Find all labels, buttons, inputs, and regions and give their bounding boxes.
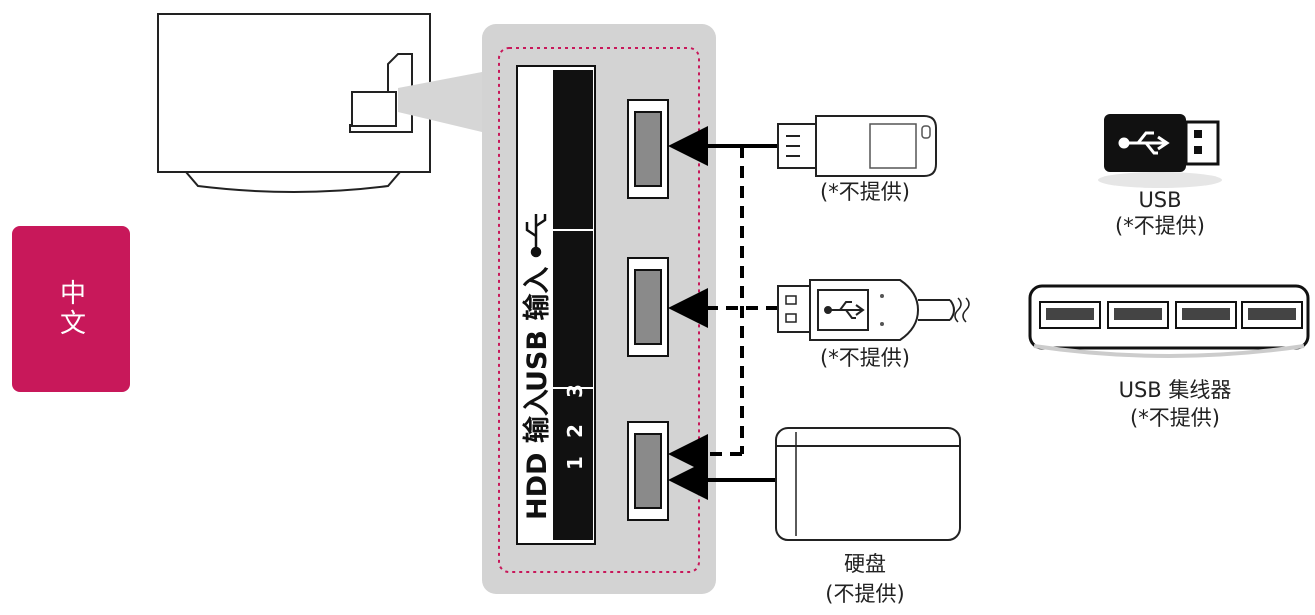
hub-port-2 <box>1107 301 1169 329</box>
usb-stick-illustration <box>777 115 937 177</box>
hub-title: USB 集线器 <box>1118 378 1232 402</box>
usb-port-panel: HDD 输入 USB 输入 1 2 3 <box>482 24 716 594</box>
usb-symbol-icon <box>525 214 547 258</box>
port-number-3: 3 <box>563 384 587 398</box>
usb-cable-symbol-icon <box>824 301 865 319</box>
usb-cable-caption: (*不提供) <box>820 346 910 370</box>
usb-label: USB 输入 <box>521 267 553 392</box>
port-2 <box>627 257 669 357</box>
usb-icon-title: USB <box>1138 188 1182 212</box>
hdd-title: 硬盘 <box>844 552 886 576</box>
port-1 <box>627 99 669 199</box>
hub-caption: (*不提供) <box>1130 406 1220 430</box>
hub-port-1 <box>1039 301 1101 329</box>
connection-lines <box>668 126 778 500</box>
hard-drive-illustration <box>775 427 961 541</box>
port-3 <box>627 421 669 521</box>
language-tab-label: 中文 <box>55 279 86 339</box>
usb-cable-illustration <box>777 279 970 341</box>
usb-stick-caption: (*不提供) <box>820 180 910 204</box>
hdd-label: HDD 输入 <box>521 389 553 520</box>
port-number-1: 1 <box>563 456 587 470</box>
port-number-2: 2 <box>563 424 587 438</box>
hub-port-3 <box>1175 301 1237 329</box>
usb-hub-illustration <box>1028 284 1310 358</box>
usb-device-icon <box>1098 114 1222 188</box>
language-tab: 中文 <box>12 226 130 392</box>
hdd-caption: (不提供) <box>825 582 905 606</box>
hub-port-4 <box>1241 301 1303 329</box>
usb-icon-caption: (*不提供) <box>1115 214 1205 238</box>
tv-illustration <box>157 13 482 193</box>
